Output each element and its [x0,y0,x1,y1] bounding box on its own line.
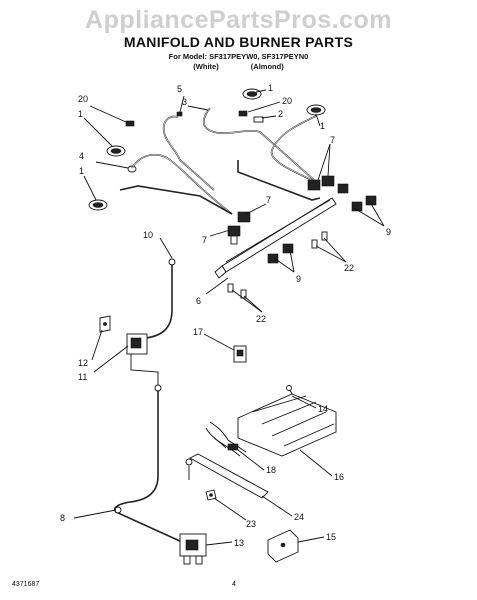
burner-tube-left-front [119,153,233,215]
page-number: 4 [232,581,236,588]
callout-4: 4 [79,151,84,161]
burner-tube-left-rear [162,115,215,191]
page-title: MANIFOLD AND BURNER PARTS [123,34,354,50]
manifold-pipe [214,197,337,279]
burner-cap-left-bottom [88,199,108,211]
orifice-4 [127,165,137,173]
callout-1-left-top: 1 [78,109,83,119]
callout-1-right-top: 1 [268,83,273,93]
callout-8: 8 [60,513,65,523]
callout-7-left: 7 [202,235,207,245]
callout-18: 18 [266,465,276,475]
callout-17: 17 [193,327,203,337]
model-line: For Model: SF317PEYW0, SF317PEYN0 [168,52,309,61]
callout-2: 2 [278,109,283,119]
callout-12: 12 [78,358,88,368]
fitting-10 [168,258,176,266]
model-variants: (White) (Almond) [0,62,477,71]
callout-11: 11 [78,372,87,382]
variant-white: (White) [193,62,219,71]
burner-cap-right-mid [306,104,326,116]
callout-labels: 5 3 20 1 4 1 1 20 2 1 7 7 7 10 9 22 9 6 … [60,83,391,548]
document-number: 4371687 [12,581,40,588]
valve-knob-9-center [267,243,294,264]
valve-right-a [307,179,321,191]
bracket-20-right [238,110,248,117]
callout-22-right: 22 [344,263,354,273]
watermark: AppliancePartsPros.com [85,6,392,34]
callout-1-right-mid: 1 [320,121,325,131]
rail-24 [185,453,269,499]
callout-9-center: 9 [296,274,301,284]
valve-left [227,225,241,245]
callout-7-center: 7 [266,195,271,205]
switch-15 [267,529,299,563]
callout-14: 14 [318,404,328,414]
variant-almond: (Almond) [250,62,284,71]
valve-13 [179,533,207,565]
fitting-8-top [154,384,162,392]
clip-2 [253,116,264,123]
clip-23 [205,489,217,501]
callout-20-right: 20 [282,96,292,106]
burner-tube-right-rear [202,107,315,181]
heat-shield-14-16 [237,385,337,457]
callout-5: 5 [177,84,182,94]
clip-5 [176,111,183,117]
callout-20-left: 20 [78,94,88,104]
callout-16: 16 [334,472,344,482]
supply-tube-10 [145,262,173,339]
bracket-20-left [125,120,135,127]
gas-line-8 [114,388,183,543]
screw-22-left [227,283,247,299]
valve-center [237,211,251,223]
burner-cap-left-top [106,145,126,157]
callout-1-left-bottom: 1 [79,166,84,176]
bracket-12 [99,315,111,333]
wire-11 [130,354,159,388]
callout-3: 3 [182,97,187,107]
leader-lines [73,89,385,546]
connector-17 [233,345,247,363]
callout-23: 23 [246,519,256,529]
callout-24: 24 [294,512,304,522]
callout-13: 13 [234,538,244,548]
valve-knob-9-right [337,183,377,212]
burner-cap-right-top [242,88,262,100]
valve-right-b [321,175,335,187]
callout-15: 15 [326,532,336,542]
callout-9-right: 9 [386,227,391,237]
wire-harness-18 [205,421,247,457]
regulator-11 [126,333,148,355]
callout-7-right: 7 [330,135,335,145]
callout-6: 6 [196,296,201,306]
burner-tube-right-front [237,115,321,201]
callout-22-left: 22 [256,314,266,324]
callout-10: 10 [143,230,153,240]
screw-22-right [311,231,328,249]
